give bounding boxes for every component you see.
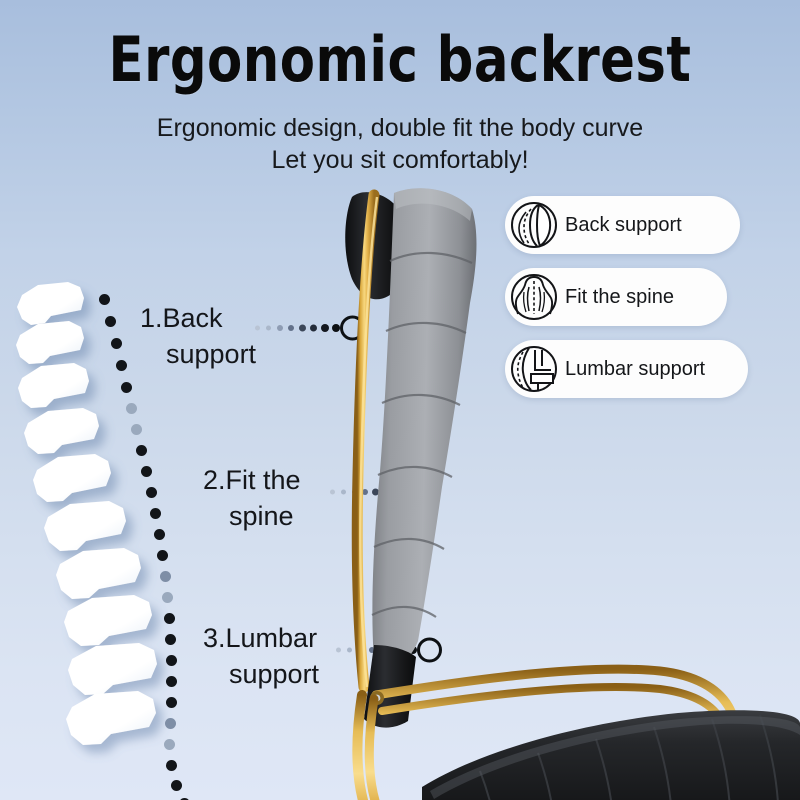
armrest-loop-outer xyxy=(371,664,741,800)
office-chair-product-image xyxy=(330,175,800,800)
callout-3-line-1: 3.Lumbar xyxy=(203,623,318,653)
callout-2-label: 2.Fit the spine xyxy=(203,462,301,534)
backrest-gold-rail xyxy=(351,189,380,693)
lumbar-chair-icon xyxy=(511,346,557,392)
frame-riser-left-inner xyxy=(364,694,380,800)
dotted-spine-curve xyxy=(85,290,255,800)
seat-cushion xyxy=(422,710,800,800)
callout-1-line-1: 1.Back xyxy=(140,303,223,333)
back-silhouette-icon xyxy=(511,202,557,248)
callout-1-label: 1.Back support xyxy=(140,300,256,372)
office-chair-svg xyxy=(345,188,800,800)
backrest-cushion xyxy=(372,188,477,667)
backrest-gold-rail-highlight xyxy=(359,196,379,688)
badge-fit-the-spine-label: Fit the spine xyxy=(565,285,674,308)
frame-riser-left xyxy=(352,690,369,800)
backrest-highlight xyxy=(394,188,472,221)
spine-back-icon xyxy=(511,274,557,320)
callout-2-line-1: 2.Fit the xyxy=(203,465,301,495)
page-subtitle: Ergonomic design, double fit the body cu… xyxy=(0,112,800,176)
subtitle-line-1: Ergonomic design, double fit the body cu… xyxy=(156,114,644,142)
subtitle-line-2: Let you sit comfortably! xyxy=(271,146,529,174)
badge-back-support-label: Back support xyxy=(565,213,682,236)
armrest-loop-inner xyxy=(378,683,731,800)
backrest-tufting-seams xyxy=(371,251,473,618)
callout-3-line-2: support xyxy=(229,659,320,689)
badge-back-support[interactable]: Back support xyxy=(505,196,740,254)
page-title: Ergonomic backrest xyxy=(108,23,692,96)
callout-3-ring-marker xyxy=(417,637,442,663)
feature-badge-list: Back support Fit the spine xyxy=(505,196,755,412)
seat-top-highlight xyxy=(430,716,800,799)
callout-2-line-2: spine xyxy=(229,501,294,531)
spine-vertebrae-svg xyxy=(16,282,157,745)
callout-1-line-2: support xyxy=(166,339,257,369)
badge-lumbar-support[interactable]: Lumbar support xyxy=(505,340,748,398)
badge-fit-the-spine[interactable]: Fit the spine xyxy=(505,268,727,326)
callout-3-label: 3.Lumbar support xyxy=(203,620,319,692)
spine-illustration xyxy=(0,255,190,775)
badge-lumbar-support-label: Lumbar support xyxy=(565,357,706,380)
